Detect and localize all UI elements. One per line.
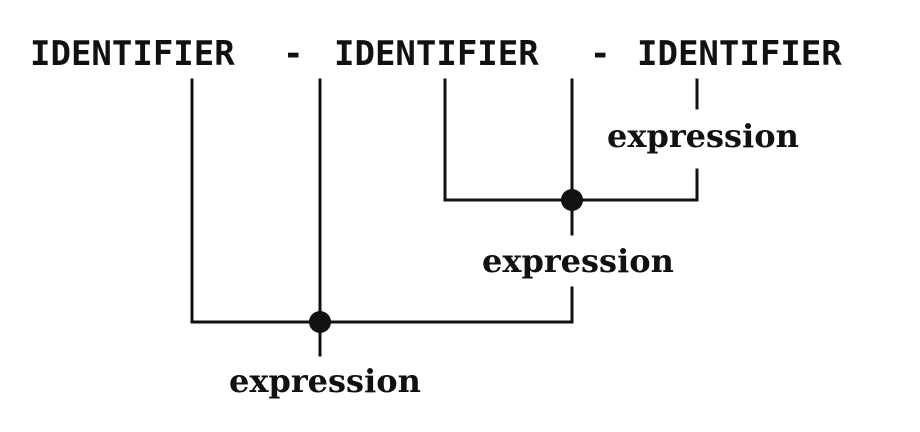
token-minus-2: -: [590, 34, 610, 74]
token-identifier-3: IDENTIFIER: [637, 34, 842, 74]
token-minus-1: -: [283, 34, 303, 74]
label-expression-outer: expression: [229, 362, 421, 400]
token-identifier-1: IDENTIFIER: [30, 34, 235, 74]
label-expression-third: expression: [607, 117, 799, 155]
label-expression-inner: expression: [482, 242, 674, 280]
token-identifier-2: IDENTIFIER: [334, 34, 539, 74]
